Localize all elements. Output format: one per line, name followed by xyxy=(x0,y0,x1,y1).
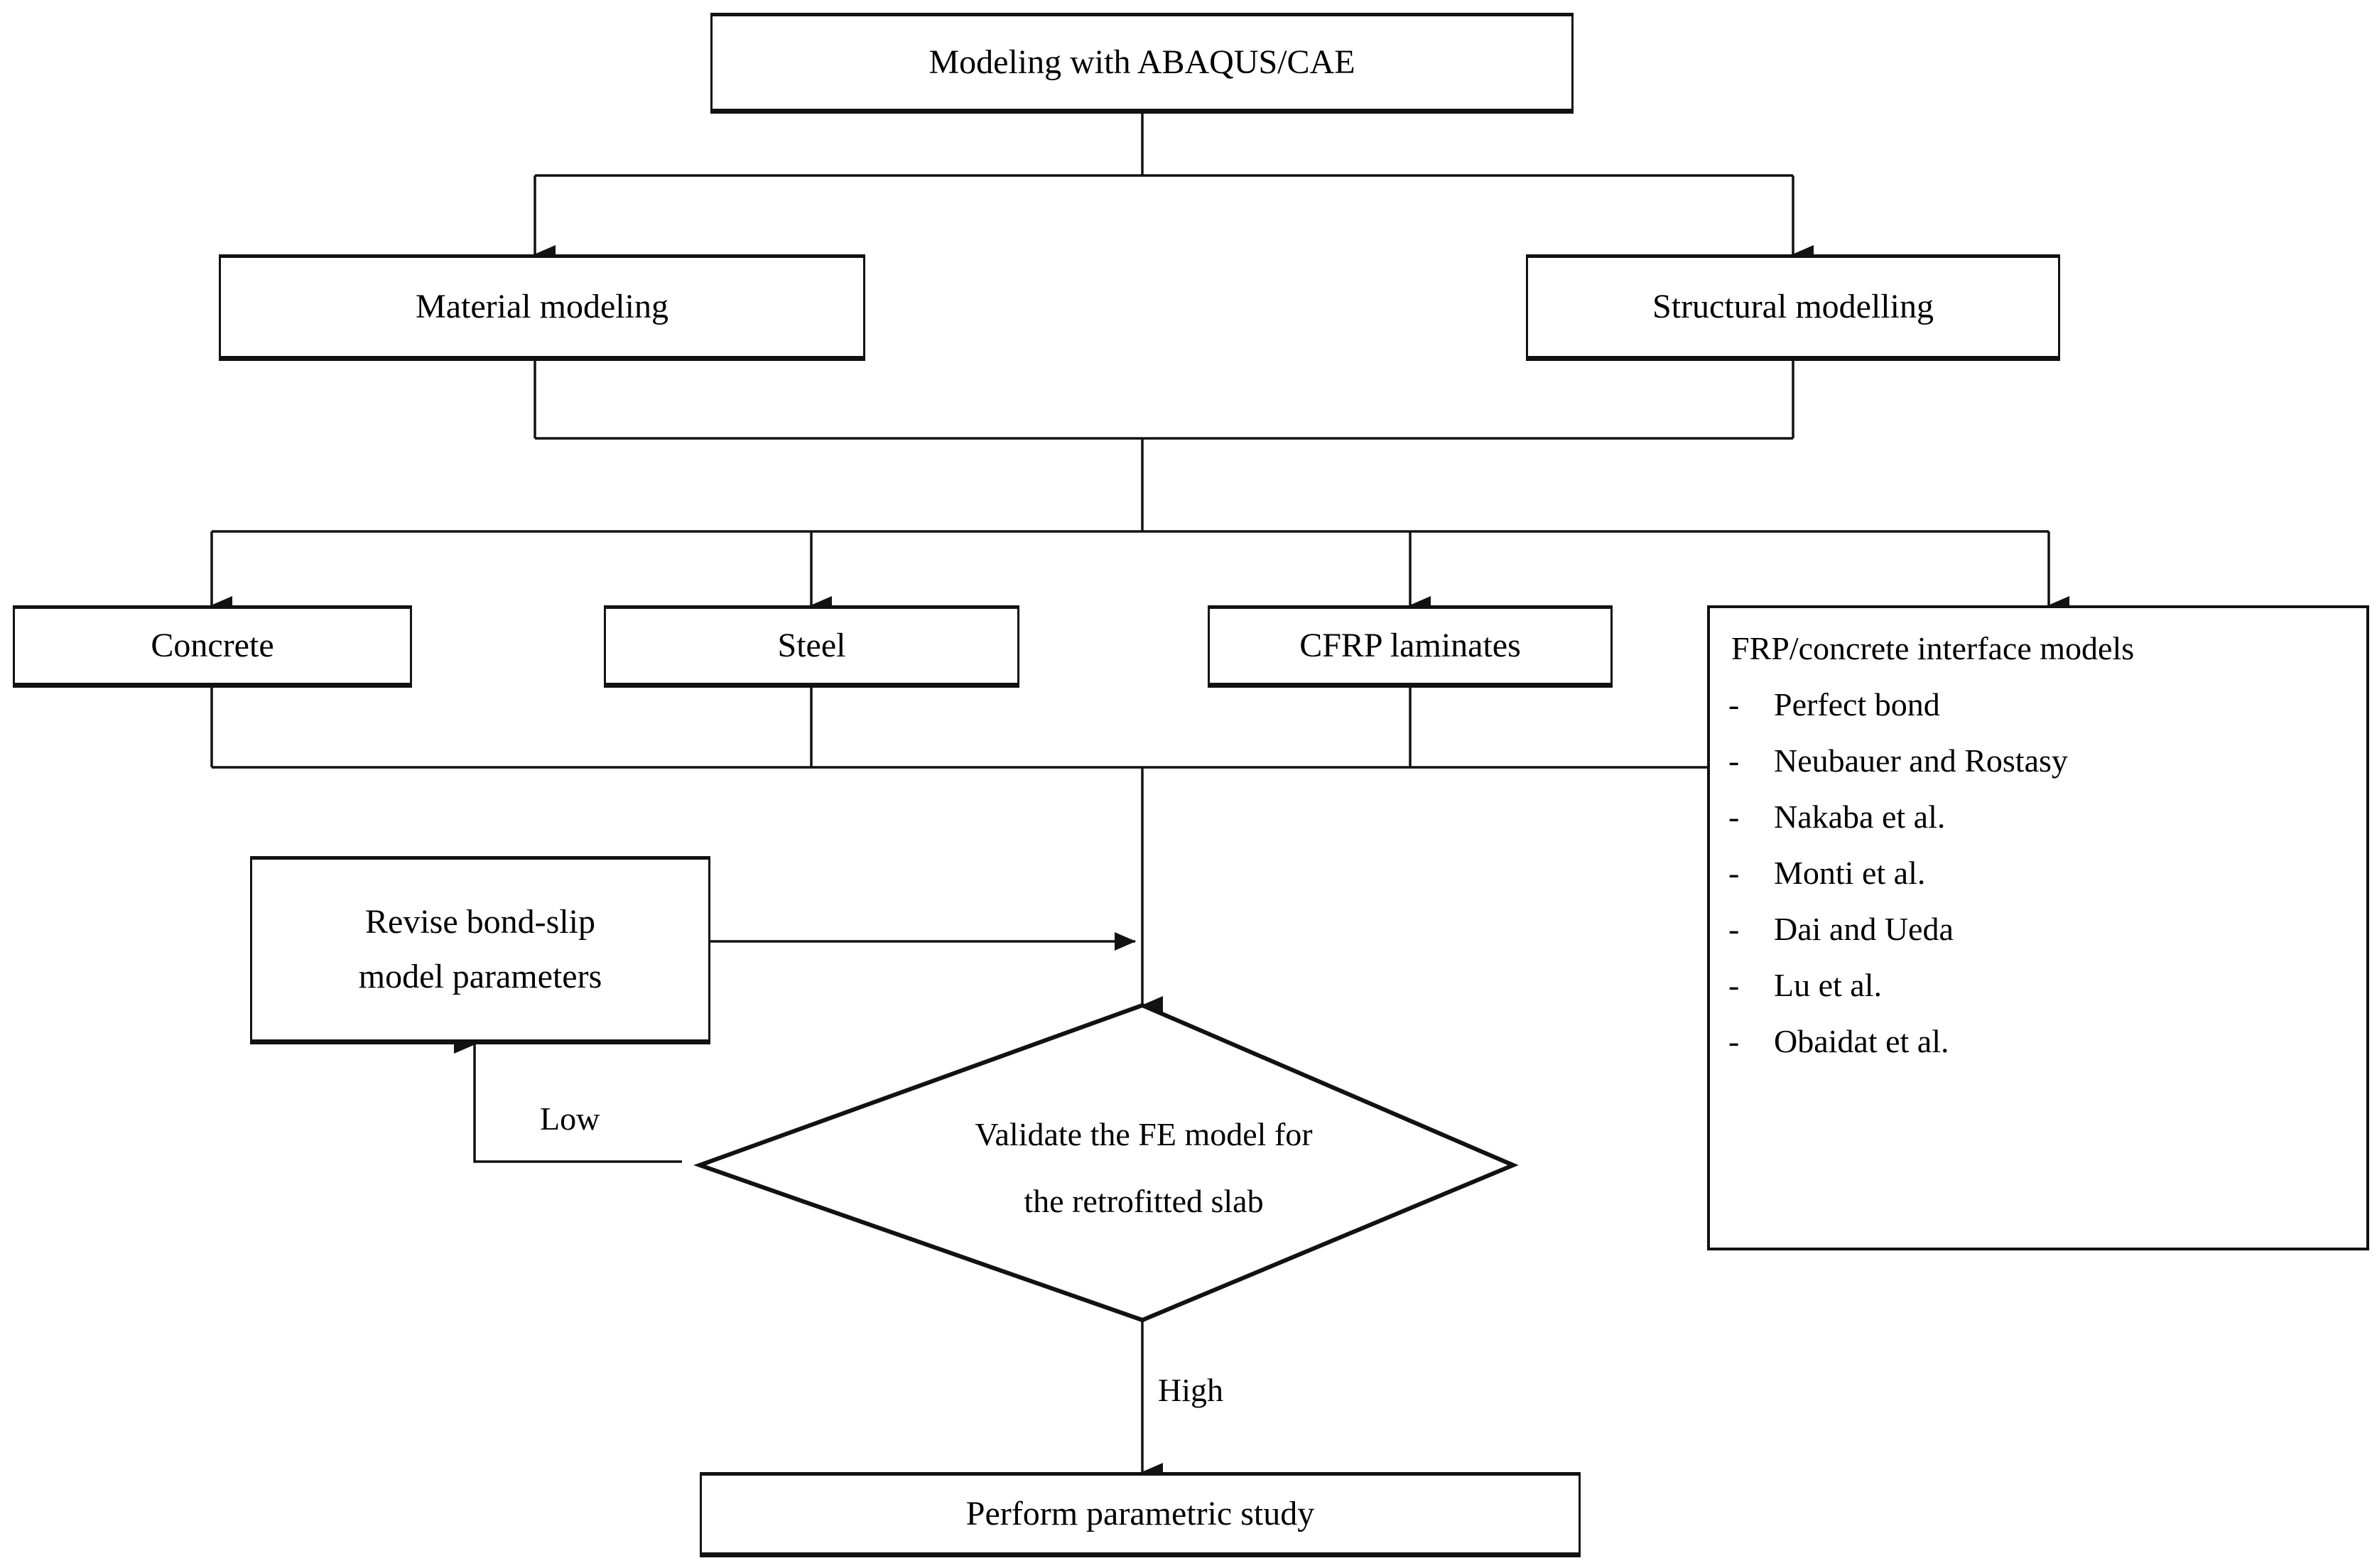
bullet-dash: - xyxy=(1728,1023,1740,1059)
bullet-dash: - xyxy=(1728,799,1740,835)
list-item: - Obaidat et al. xyxy=(1728,1022,2348,1060)
decision-line2: the retrofitted slab xyxy=(1024,1183,1264,1220)
node-perform-parametric-study-label: Perform parametric study xyxy=(965,1494,1315,1532)
node-revise-line2: model parameters xyxy=(358,957,602,995)
node-concrete[interactable]: Concrete xyxy=(13,605,412,688)
list-item: - Nakaba et al. xyxy=(1728,798,2348,836)
node-root-label: Modeling with ABAQUS/CAE xyxy=(928,43,1355,81)
edge-label-high: High xyxy=(1158,1372,1223,1408)
list-item-label: Perfect bond xyxy=(1774,686,1940,723)
interface-panel-list: - Perfect bond - Neubauer and Rostasy - … xyxy=(1728,686,2348,1060)
bullet-dash: - xyxy=(1728,855,1740,891)
node-revise-bond-slip[interactable]: Revise bond-slip model parameters xyxy=(250,856,710,1044)
interface-panel-title: FRP/concrete interface models xyxy=(1731,630,2135,666)
node-material-modeling[interactable]: Material modeling xyxy=(219,254,865,361)
list-item-label: Nakaba et al. xyxy=(1774,799,1946,835)
list-item: - Perfect bond xyxy=(1728,686,2348,723)
list-item-label: Neubauer and Rostasy xyxy=(1774,742,2068,779)
decision-diamond-text: Validate the FE model for the retrofitte… xyxy=(860,1101,1428,1236)
node-root[interactable]: Modeling with ABAQUS/CAE xyxy=(710,13,1574,114)
list-item-label: Dai and Ueda xyxy=(1774,911,1954,947)
node-steel[interactable]: Steel xyxy=(604,605,1019,688)
bullet-dash: - xyxy=(1728,967,1740,1003)
node-structural-modelling-label: Structural modelling xyxy=(1652,287,1934,325)
list-item: - Neubauer and Rostasy xyxy=(1728,742,2348,779)
list-item: - Monti et al. xyxy=(1728,854,2348,892)
node-revise-line1: Revise bond-slip xyxy=(365,902,595,941)
list-item-label: Monti et al. xyxy=(1774,855,1926,891)
node-cfrp-laminates-label: CFRP laminates xyxy=(1299,626,1521,664)
list-item-label: Obaidat et al. xyxy=(1774,1023,1949,1059)
node-interface-models-panel[interactable]: FRP/concrete interface models - Perfect … xyxy=(1707,605,2369,1250)
list-item: - Lu et al. xyxy=(1728,966,2348,1004)
list-item-label: Lu et al. xyxy=(1774,967,1882,1003)
node-steel-label: Steel xyxy=(777,626,846,664)
bullet-dash: - xyxy=(1728,742,1740,779)
list-item: - Dai and Ueda xyxy=(1728,910,2348,948)
node-structural-modelling[interactable]: Structural modelling xyxy=(1526,254,2060,361)
node-material-modeling-label: Material modeling xyxy=(416,287,668,325)
bullet-dash: - xyxy=(1728,686,1740,723)
node-perform-parametric-study[interactable]: Perform parametric study xyxy=(700,1472,1581,1557)
decision-diamond-validate xyxy=(693,1002,1519,1323)
edge-label-low: Low xyxy=(540,1101,600,1137)
bullet-dash: - xyxy=(1728,911,1740,947)
node-cfrp-laminates[interactable]: CFRP laminates xyxy=(1208,605,1613,688)
node-concrete-label: Concrete xyxy=(151,626,274,664)
edge-low-branch xyxy=(454,1035,682,1163)
decision-line1: Validate the FE model for xyxy=(975,1116,1313,1152)
